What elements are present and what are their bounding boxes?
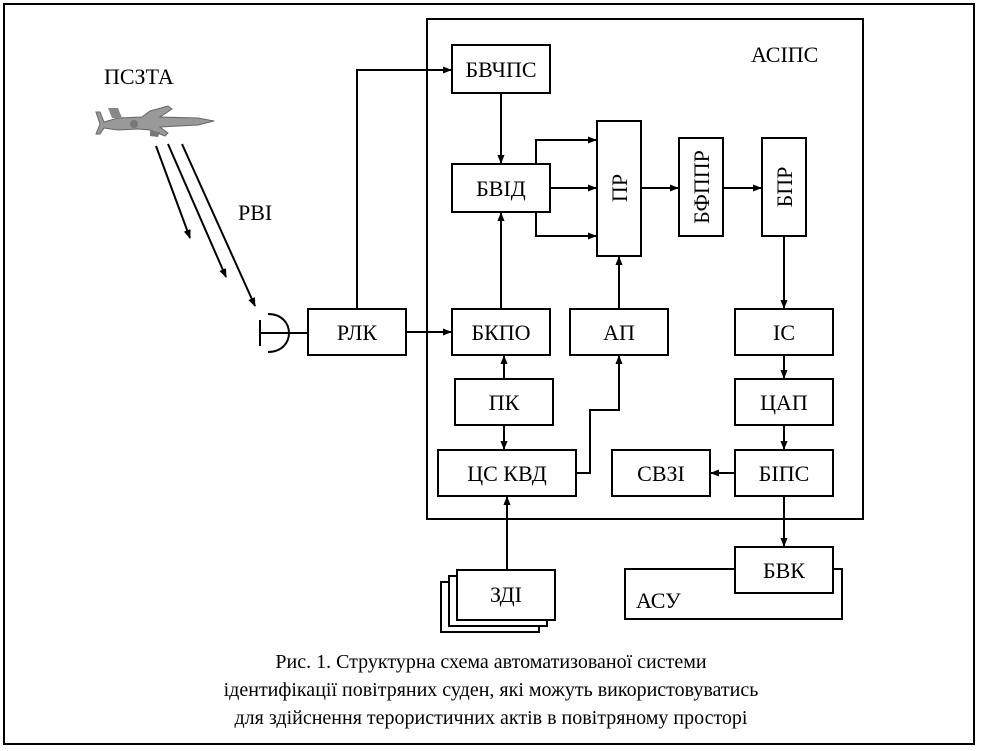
pr-label: ПР xyxy=(607,174,632,202)
bfppr-label: БФППР xyxy=(689,150,714,224)
caption-line-3: для здійснення терористичних актів в пов… xyxy=(234,707,748,729)
pk-block xyxy=(454,378,554,426)
ts-kvd-block xyxy=(437,449,577,497)
zdi-label: ЗДІ xyxy=(490,582,522,607)
svzi-label: СВЗІ xyxy=(637,461,685,486)
ts-kvd-label: ЦС КВД xyxy=(467,461,547,486)
radio-waves xyxy=(155,143,256,307)
bkpo-label: БКПО xyxy=(471,320,530,345)
figure-caption: Рис. 1. Структурна схема автоматизованої… xyxy=(0,648,982,732)
is-label: ІС xyxy=(773,320,795,345)
bvchps-label: БВЧПС xyxy=(465,57,536,82)
caption-line-2: ідентифікації повітряних суден, які можу… xyxy=(223,679,759,701)
bfppr-block xyxy=(678,137,724,237)
rlk-block xyxy=(307,308,407,356)
ap-label: АП xyxy=(603,320,635,345)
bpr-label: БПР xyxy=(772,167,797,208)
connections xyxy=(356,66,788,570)
caption-line-1: Рис. 1. Структурна схема автоматизованої… xyxy=(275,651,707,673)
bvk-block xyxy=(734,546,834,594)
aircraft-icon xyxy=(95,105,215,137)
acips-block xyxy=(426,18,864,520)
radio-label: РВІ xyxy=(238,200,272,225)
pk-label: ПК xyxy=(489,390,520,415)
tsap-label: ЦАП xyxy=(760,390,808,415)
is-block xyxy=(734,308,834,356)
bkpo-block xyxy=(451,308,551,356)
rlk-label: РЛК xyxy=(337,320,378,345)
asu-label: АСУ xyxy=(636,588,681,613)
asu-block xyxy=(624,568,843,620)
bips-label: БІПС xyxy=(759,461,810,486)
ap-block xyxy=(569,308,669,356)
zdi-stack xyxy=(440,569,556,633)
acips-label: АСІПС xyxy=(751,42,818,67)
bvk-label: БВК xyxy=(763,558,805,583)
bvid-label: БВІД xyxy=(476,176,526,201)
figure-frame xyxy=(3,3,975,745)
pr-block xyxy=(596,120,642,257)
antenna-icon xyxy=(259,313,308,353)
svzi-block xyxy=(611,449,711,497)
aircraft-label: ПСЗТА xyxy=(104,64,174,89)
